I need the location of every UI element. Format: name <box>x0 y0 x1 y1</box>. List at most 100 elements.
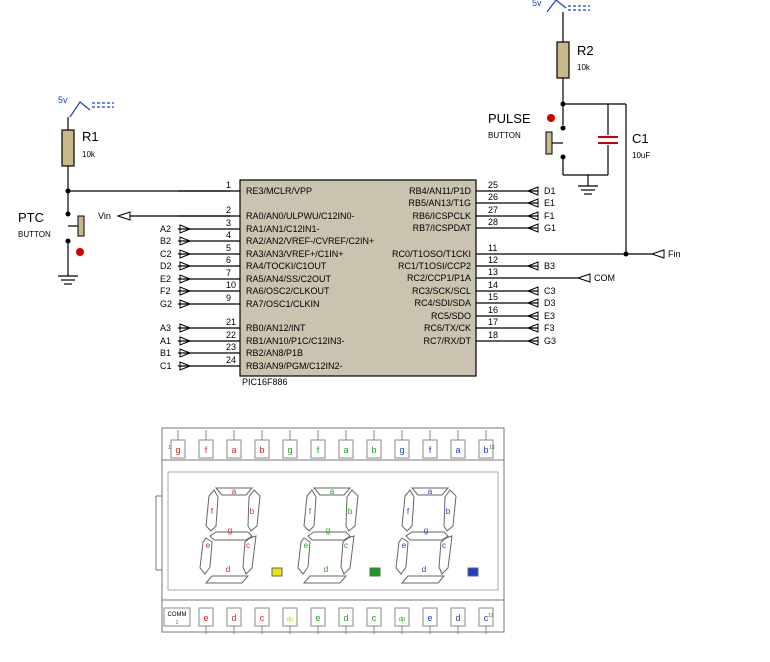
display-last-pin-number: 13 <box>489 445 495 451</box>
right-pin-number: 12 <box>488 255 498 265</box>
digit-segment <box>297 537 311 575</box>
left-pin-name: RB0/AN12/INT <box>246 323 306 333</box>
digit-segment <box>247 489 261 532</box>
right-pin-name: RB7/ICSPDAT <box>413 223 472 233</box>
net-terminal <box>526 286 539 296</box>
digit-segment <box>209 531 253 541</box>
r1-value: 10k <box>82 150 96 159</box>
left-pin-name: RA0/AN0/ULPWU/C12IN0- <box>246 211 355 221</box>
ground-left <box>58 275 78 285</box>
pulse-button[interactable]: PULSE BUTTON <box>488 111 566 175</box>
display-last-bottom-number: 12 <box>488 613 494 619</box>
display-bottom-pin-label: dp <box>287 617 294 623</box>
digit-segment <box>345 489 359 532</box>
left-pin-name: RB3/AN9/PGM/C12IN2- <box>246 361 343 371</box>
vin-label: Vin <box>98 211 111 221</box>
left-pin-name: RA2/AN2/VREF-/CVREF/C2IN+ <box>246 236 374 246</box>
net-terminal <box>179 249 192 259</box>
left-power-label: 5v <box>58 95 68 105</box>
segment-label: e <box>402 541 407 550</box>
pulse-name: PULSE <box>488 111 531 126</box>
display-top-pin-label: a <box>455 445 460 455</box>
right-net-label: E1 <box>544 198 555 208</box>
digit-segment <box>401 489 415 532</box>
segment-label: b <box>446 507 451 516</box>
segment-label: a <box>330 487 335 496</box>
left-pin-number: 3 <box>226 218 231 228</box>
r2-value: 10k <box>577 63 591 72</box>
right-pin-name: RC6/TX/CK <box>424 323 471 333</box>
resistor-r1[interactable]: R1 10k <box>61 129 99 167</box>
display-bottom-pin-label: c <box>260 613 265 623</box>
segment-label: f <box>407 507 410 516</box>
display-top-pin-label: a <box>231 445 236 455</box>
chip-name: PIC16F886 <box>242 377 288 387</box>
display-bottom-pin-label: d <box>231 613 236 623</box>
ptc-name: PTC <box>18 210 44 225</box>
right-pin-name: RB4/AN11/P1D <box>409 186 471 196</box>
display-comm-pin <box>163 607 191 627</box>
resistor-r2[interactable]: R2 10k <box>556 41 594 79</box>
left-pin-number: 10 <box>226 280 236 290</box>
left-pin-name: RB2/AN8/P1B <box>246 348 303 358</box>
right-pin-number: 16 <box>488 305 498 315</box>
top-power-source: 5v <box>532 0 590 13</box>
right-net-label: G3 <box>544 336 556 346</box>
left-pin-number: 1 <box>226 180 231 190</box>
display-bottom-pin-label: e <box>427 613 432 623</box>
digit-segment <box>410 487 450 496</box>
fin-label: Fin <box>668 249 681 259</box>
ptc-type: BUTTON <box>18 230 51 239</box>
c1-value: 10uF <box>632 151 650 160</box>
left-pin-number: 5 <box>226 243 231 253</box>
seven-segment-display[interactable] <box>155 427 505 633</box>
ptc-button[interactable]: PTC BUTTON <box>18 210 85 276</box>
right-pin-number: 27 <box>488 205 498 215</box>
digit-segment <box>340 535 355 575</box>
left-power-source: 5v <box>58 95 114 118</box>
left-pin-name: RA5/AN4/SS/C2OUT <box>246 274 332 284</box>
left-net-label: B1 <box>160 348 171 358</box>
segment-label: d <box>226 565 230 574</box>
display-top-pin-label: f <box>429 445 432 455</box>
display-top-pin-label: b <box>371 445 376 455</box>
segment-label: d <box>324 565 328 574</box>
right-pin-number: 15 <box>488 292 498 302</box>
display-top-pin-label: g <box>287 445 292 455</box>
left-pin-number: 21 <box>226 317 236 327</box>
left-net-label: A1 <box>160 336 171 346</box>
display-bottom-pin-label: dp <box>399 617 406 623</box>
right-pin-number: 13 <box>488 267 498 277</box>
left-net-label: B2 <box>160 236 171 246</box>
display-top-pin-label: a <box>343 445 348 455</box>
display-top-pin-label: g <box>175 445 180 455</box>
right-pin-number: 17 <box>488 317 498 327</box>
left-pin-name: RA6/OSC2/CLKOUT <box>246 286 330 296</box>
net-terminal <box>526 223 539 233</box>
capacitor-c1[interactable]: C1 10uF <box>598 131 650 160</box>
net-terminal <box>179 361 192 371</box>
net-terminal <box>526 261 539 271</box>
left-net-label: F2 <box>160 286 171 296</box>
display-comm-label: COMM <box>168 612 187 618</box>
left-pin-number: 24 <box>226 355 236 365</box>
c1-name: C1 <box>632 131 649 146</box>
left-net-label: C2 <box>160 249 172 259</box>
right-pin-name: RC7/RX/DT <box>423 336 471 346</box>
display-bottom-pin-label: d <box>455 613 460 623</box>
left-pin-name: RE3/MCLR/VPP <box>246 186 312 196</box>
right-pin-name: RC3/SCK/SCL <box>412 286 471 296</box>
net-terminal <box>179 286 192 296</box>
segment-label: d <box>422 565 426 574</box>
right-net-label: G1 <box>544 223 556 233</box>
display-comm-number: 1 <box>176 620 179 626</box>
right-pin-name: RC2/CCP1/P1A <box>407 273 471 283</box>
fin-terminal: Fin <box>650 249 681 259</box>
pic-chip[interactable]: PIC16F886 <box>239 179 477 387</box>
segment-label: b <box>250 507 255 516</box>
display-bottom-pin-label: c <box>372 613 377 623</box>
left-pin-name: RA7/OSC1/CLKIN <box>246 299 320 309</box>
